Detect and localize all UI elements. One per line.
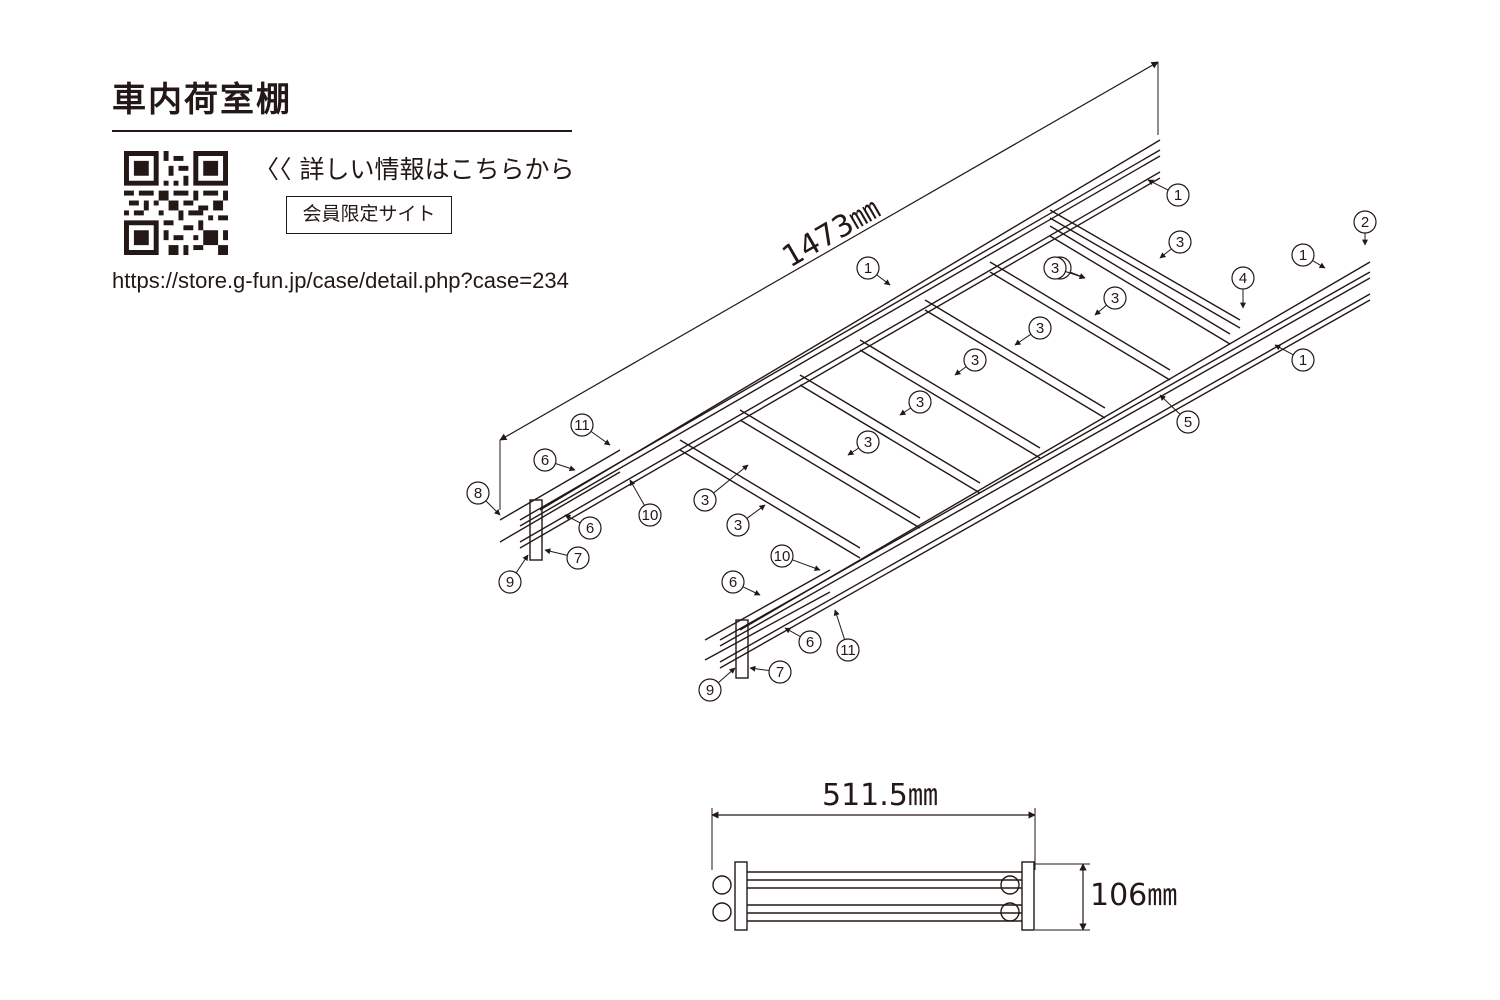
callout-label: 1 (1299, 247, 1307, 264)
callout-label: 7 (574, 550, 582, 567)
callout-label: 8 (474, 485, 482, 502)
callout-8: 8 (466, 481, 501, 516)
callout-6: 6 (721, 570, 761, 596)
product-url[interactable]: https://store.g-fun.jp/case/detail.php?c… (112, 268, 569, 293)
callout-9: 9 (498, 554, 529, 594)
callout-7: 7 (544, 546, 590, 570)
callout-label: 6 (586, 520, 594, 537)
callouts: 1111233333333334566667789910101111 (466, 179, 1377, 702)
callout-label: 7 (776, 664, 784, 681)
callout-1: 1 (1147, 179, 1190, 207)
callout-3: 3 (1094, 286, 1127, 316)
callout-3: 3 (847, 430, 880, 456)
callout-10: 10 (629, 479, 662, 527)
callout-7: 7 (749, 660, 792, 684)
callout-3: 3 (1159, 230, 1192, 259)
callout-10: 10 (770, 544, 821, 571)
callout-3: 3 (1043, 256, 1086, 280)
callout-3: 3 (899, 390, 932, 416)
callout-3: 3 (726, 504, 766, 537)
callout-label: 1 (1299, 352, 1307, 369)
callout-6: 6 (564, 514, 602, 540)
callout-label: 3 (734, 517, 742, 534)
width-label: 511.5㎜ (822, 778, 938, 813)
callout-label: 2 (1361, 214, 1369, 231)
right-side-rail (719, 261, 1371, 669)
callout-label: 11 (574, 417, 590, 434)
callout-11: 11 (833, 609, 860, 662)
callout-2: 2 (1353, 210, 1377, 246)
qr-code[interactable] (124, 151, 228, 255)
height-label: 106㎜ (1090, 878, 1177, 913)
callout-11: 11 (570, 413, 611, 446)
callout-9: 9 (698, 667, 736, 702)
callout-label: 3 (1111, 290, 1119, 307)
callout-label: 3 (971, 352, 979, 369)
callout-label: 3 (1051, 260, 1059, 277)
callout-label: 1 (864, 260, 872, 277)
callout-label: 6 (729, 574, 737, 591)
callout-label: 5 (1184, 414, 1192, 431)
front-view: 511.5㎜ 106㎜ (711, 778, 1177, 931)
left-side-rail (519, 139, 1161, 549)
callout-5: 5 (1159, 394, 1200, 434)
callout-label: 3 (916, 394, 924, 411)
callout-label: 3 (864, 434, 872, 451)
callout-label: 11 (840, 642, 856, 659)
callout-label: 9 (506, 574, 514, 591)
page-title: 車内荷室棚 (112, 80, 292, 120)
callout-6: 6 (533, 448, 576, 472)
callout-3: 3 (693, 464, 749, 512)
callout-4: 4 (1231, 266, 1255, 309)
callout-label: 6 (541, 452, 549, 469)
callout-1: 1 (1274, 344, 1315, 372)
callout-label: 3 (1036, 320, 1044, 337)
callout-label: 6 (806, 634, 814, 651)
callout-label: 9 (706, 682, 714, 699)
callout-label: 10 (774, 548, 791, 565)
member-site-button[interactable]: 会員限定サイト (286, 196, 452, 234)
callout-1: 1 (856, 256, 891, 286)
callout-label: 3 (701, 492, 709, 509)
callout-1: 1 (1291, 243, 1326, 269)
front-legs (499, 449, 831, 679)
callout-label: 1 (1174, 187, 1182, 204)
callout-3: 3 (954, 348, 987, 376)
callout-label: 4 (1239, 270, 1247, 287)
callout-label: 3 (1176, 234, 1184, 251)
title-divider (112, 130, 572, 132)
callout-3: 3 (1014, 316, 1052, 346)
callout-6: 6 (784, 627, 822, 654)
callout-label: 10 (642, 507, 659, 524)
